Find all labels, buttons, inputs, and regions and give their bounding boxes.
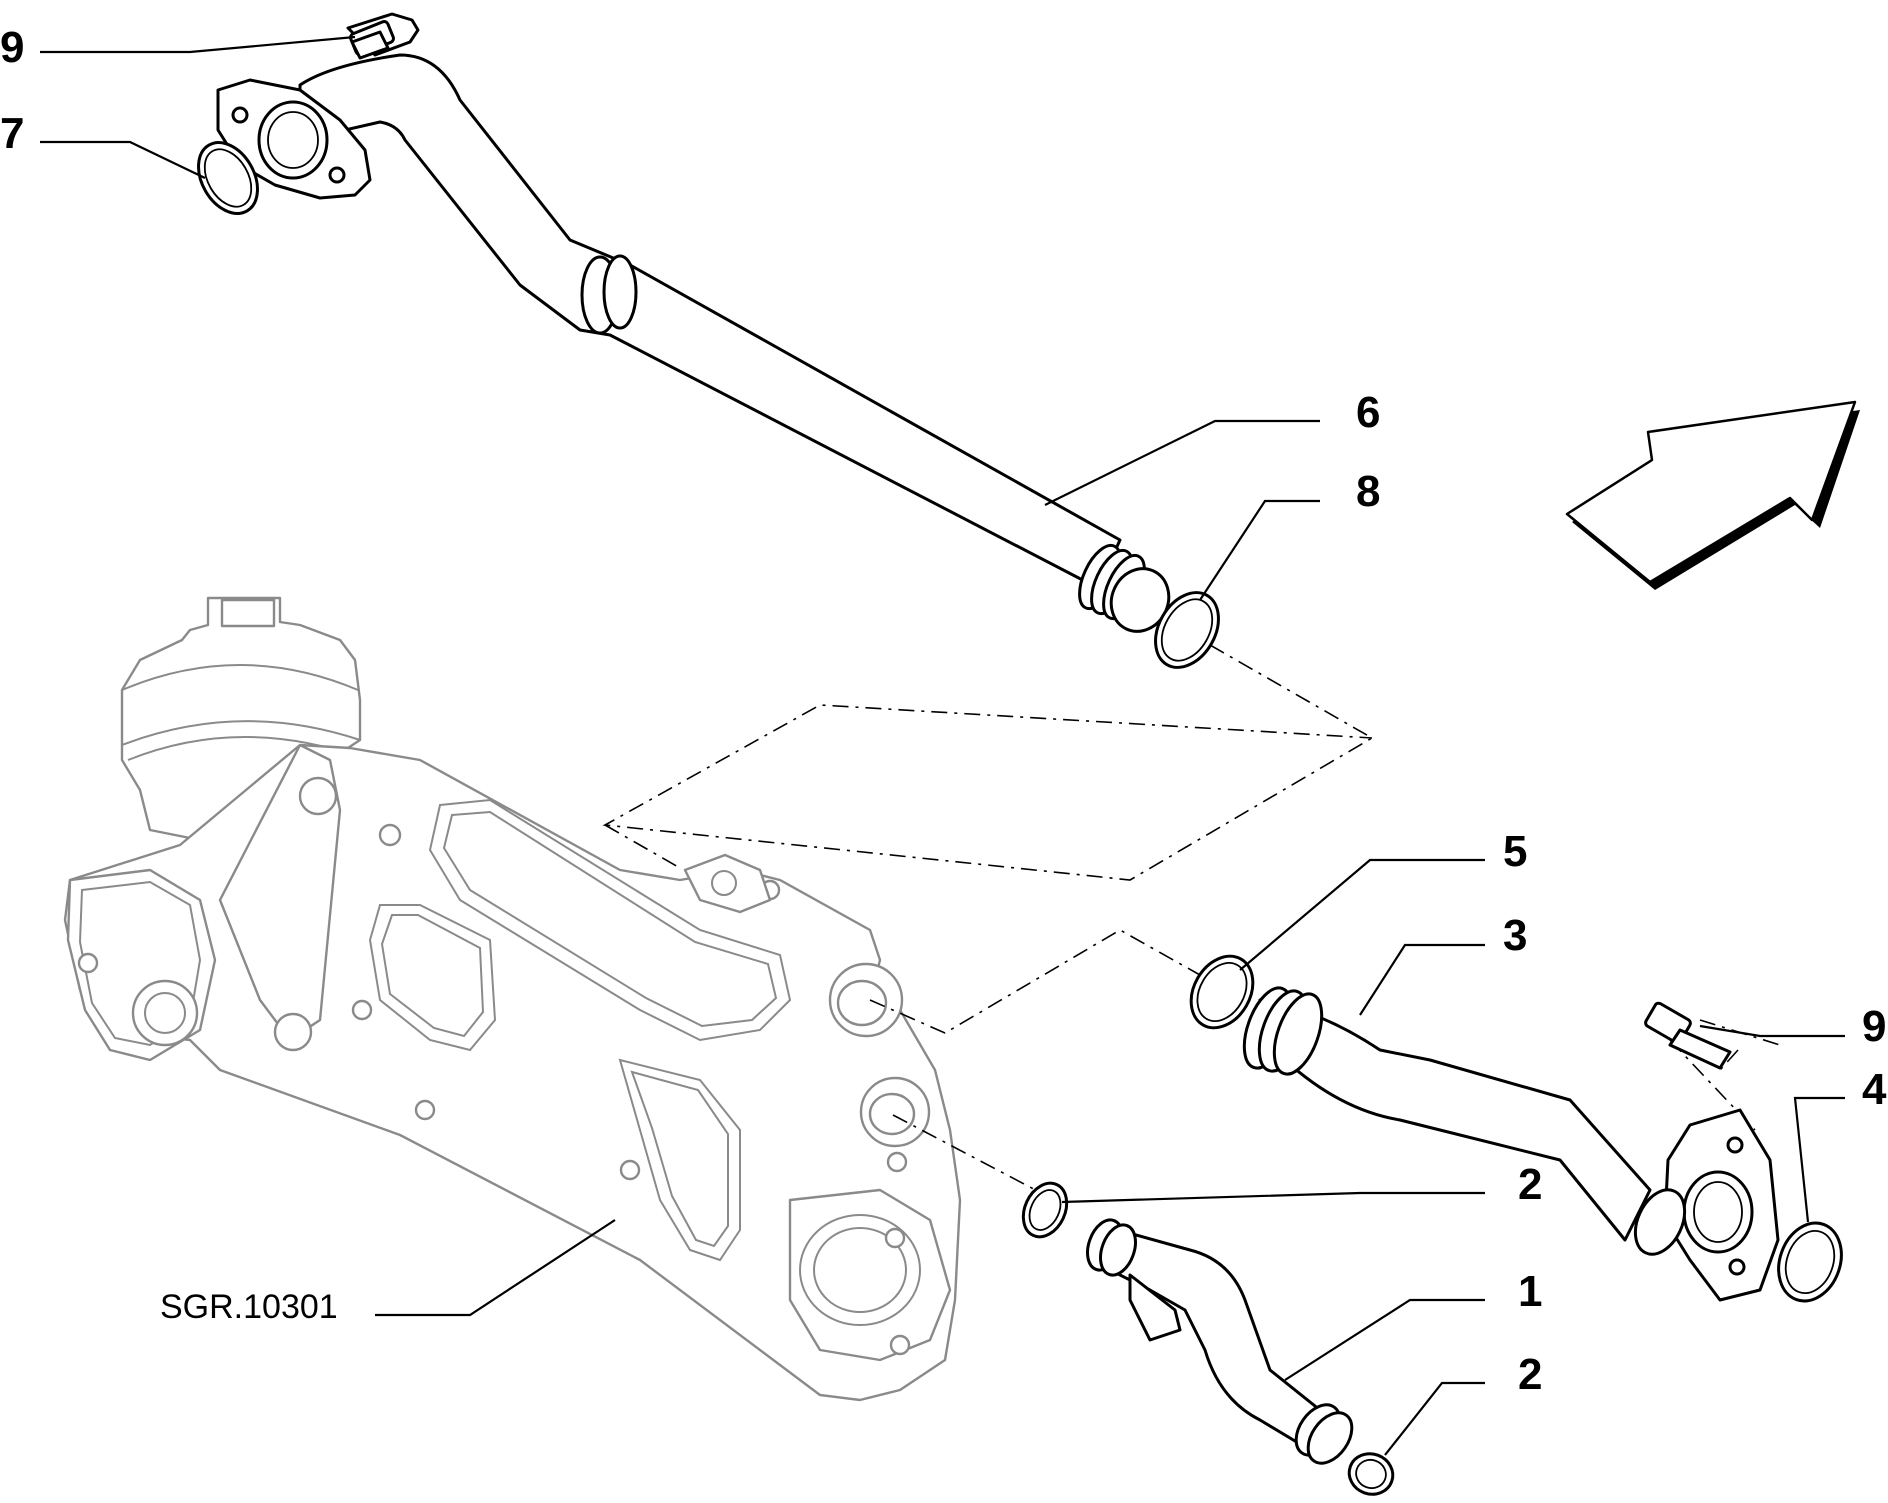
callout-8: 8 xyxy=(1356,467,1380,516)
callout-labels: 9 7 6 8 5 3 9 4 2 1 2 SGR.10301 xyxy=(0,23,1887,1399)
callout-7: 7 xyxy=(0,109,24,158)
part-2-o-ring-lower xyxy=(1347,1452,1395,1496)
callout-1: 1 xyxy=(1518,1267,1542,1316)
part-9-bolt-top xyxy=(346,12,420,60)
callout-9-right: 9 xyxy=(1862,1002,1886,1051)
part-3-pipe xyxy=(1242,986,1780,1302)
callout-2-upper: 2 xyxy=(1518,1160,1542,1209)
part-7-o-ring xyxy=(197,141,259,215)
part-6-long-tube xyxy=(216,53,1171,633)
oil-cooler-housing xyxy=(63,596,962,1402)
leader-lines xyxy=(40,35,1845,1456)
part-9-bolt-right xyxy=(1644,1001,1732,1070)
callout-9-top: 9 xyxy=(0,23,24,72)
part-5-o-ring xyxy=(1189,954,1255,1030)
callout-5: 5 xyxy=(1503,827,1527,876)
part-4-o-ring xyxy=(1777,1221,1843,1303)
reference-code: SGR.10301 xyxy=(160,1288,338,1326)
callout-2-lower: 2 xyxy=(1518,1350,1542,1399)
callout-6: 6 xyxy=(1356,388,1380,437)
callout-4: 4 xyxy=(1862,1065,1887,1114)
part-1-bent-pipe xyxy=(1086,1218,1354,1465)
part-2-o-ring-upper xyxy=(1021,1181,1069,1239)
part-8-o-ring xyxy=(1154,591,1220,669)
direction-arrow-icon xyxy=(1565,400,1860,590)
callout-3: 3 xyxy=(1503,911,1527,960)
